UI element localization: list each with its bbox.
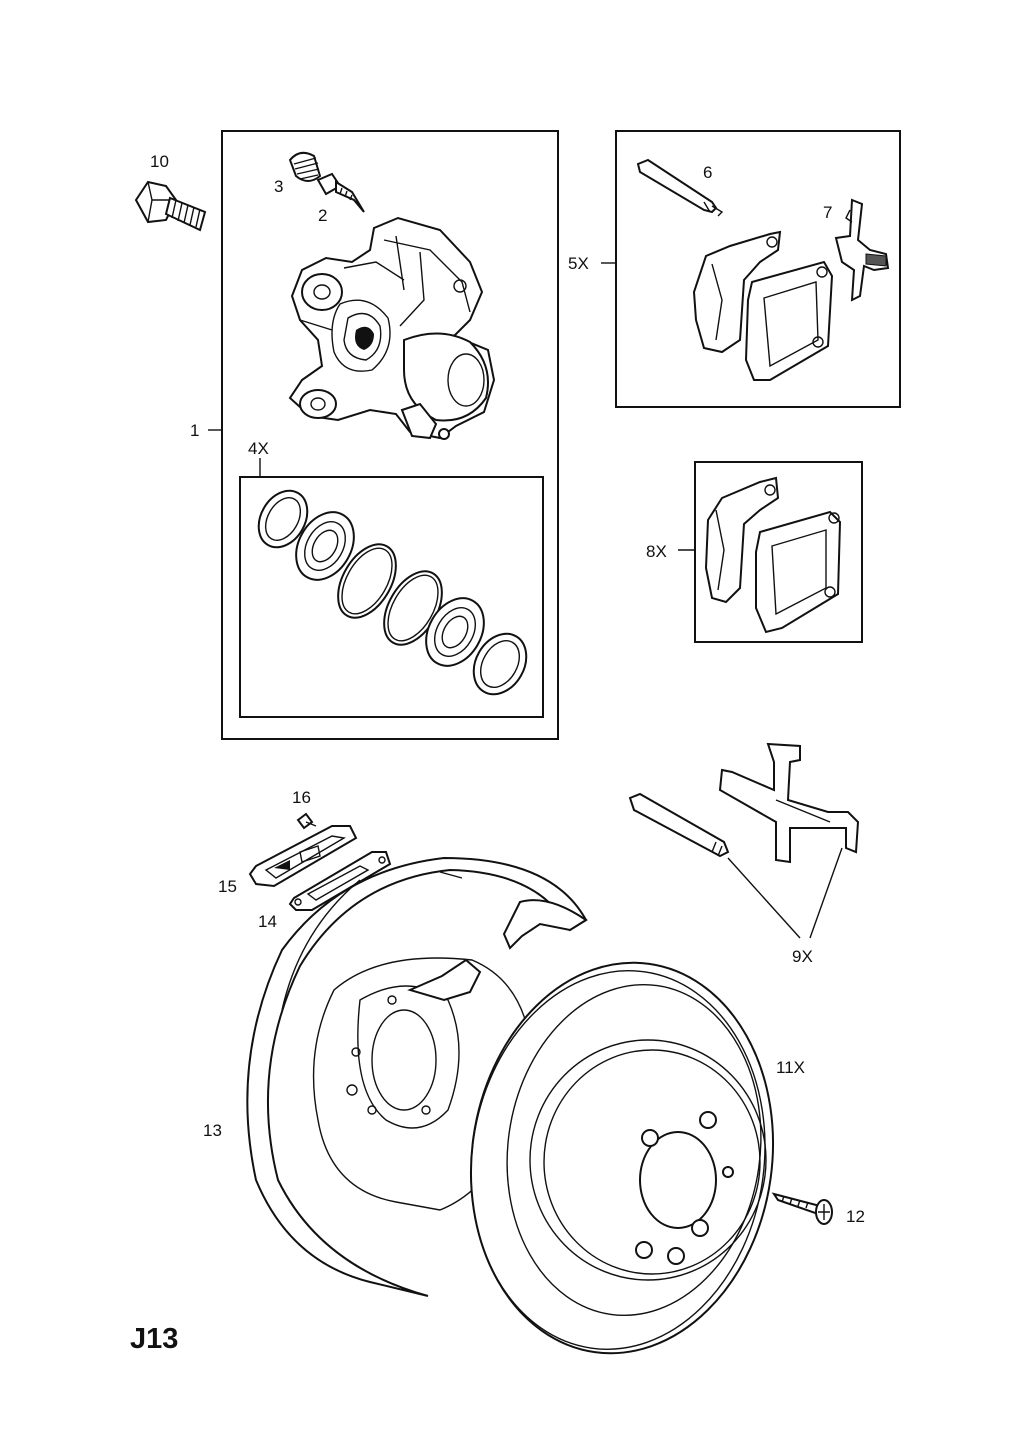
label-11x: 11X (776, 1058, 805, 1077)
label-6: 6 (703, 163, 712, 182)
cover-plate-icon (248, 825, 358, 888)
page-code: J13 (130, 1323, 178, 1355)
label-5x: 5X (568, 254, 589, 273)
leader-9x-a (727, 857, 801, 939)
bleed-screw-icon (316, 172, 365, 213)
seal-ring-icon (257, 489, 528, 696)
brake-pad-icon (704, 476, 842, 634)
guide-pin-icon (628, 792, 730, 858)
brake-caliper-icon (288, 216, 496, 440)
pad-kit-frame-5x (615, 130, 901, 408)
retaining-spring-icon (718, 742, 860, 864)
retaining-spring-icon (834, 198, 890, 302)
label-8x: 8X (646, 542, 667, 561)
label-4x: 4X (248, 439, 269, 458)
label-9x: 9X (792, 947, 813, 966)
label-14: 14 (258, 912, 277, 931)
screw-icon (296, 812, 317, 830)
label-15: 15 (218, 877, 237, 896)
dust-cap-icon (288, 151, 322, 182)
bolt-icon (134, 180, 207, 232)
label-16: 16 (292, 788, 311, 807)
label-3: 3 (274, 177, 283, 196)
label-1: 1 (190, 421, 199, 440)
leader-9x-b (809, 847, 843, 939)
brake-pad-icon (692, 230, 834, 381)
label-2: 2 (318, 206, 327, 225)
label-10: 10 (150, 152, 169, 171)
pad-kit-frame-8x (694, 461, 863, 643)
label-12: 12 (846, 1207, 865, 1226)
label-7: 7 (823, 203, 832, 222)
guide-pin-icon (636, 158, 724, 217)
caliper-assembly-frame (221, 130, 559, 740)
brake-disc-icon (469, 961, 775, 1355)
screw-icon (771, 1192, 833, 1225)
seal-kit-frame (239, 476, 544, 718)
label-13: 13 (203, 1121, 222, 1140)
